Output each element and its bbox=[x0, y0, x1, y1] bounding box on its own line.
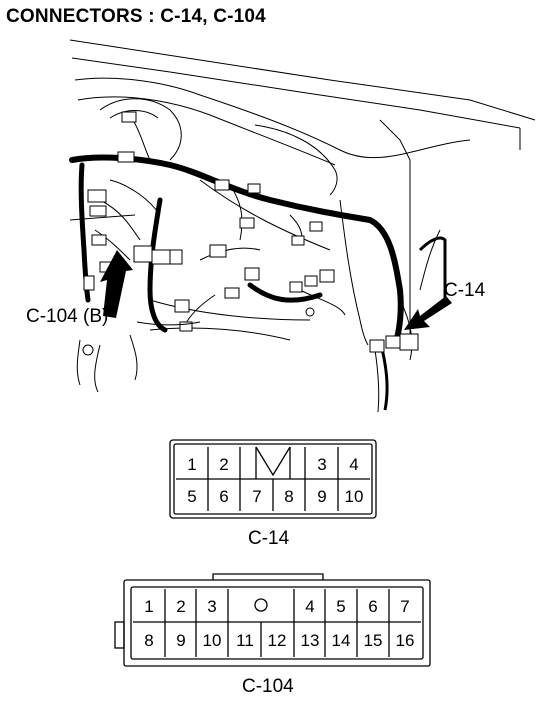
c104-pin: 7 bbox=[400, 597, 409, 616]
c14-pin: 8 bbox=[284, 487, 293, 506]
c104-pin: 1 bbox=[144, 597, 153, 616]
c14-pin: 3 bbox=[317, 455, 326, 474]
c14-pin: 6 bbox=[219, 487, 228, 506]
c104-pin: 3 bbox=[207, 597, 216, 616]
c104-pin: 11 bbox=[236, 631, 254, 650]
c14-pin: 4 bbox=[349, 455, 358, 474]
arrow-c104b bbox=[100, 250, 133, 318]
connector-c104-label: C-104 bbox=[242, 676, 294, 697]
c104-pin: 14 bbox=[332, 631, 351, 650]
callout-c104b: C-104 (B) bbox=[26, 306, 109, 327]
c104-pin: 13 bbox=[301, 631, 320, 650]
c104-pin: 2 bbox=[176, 597, 185, 616]
c14-pin: 7 bbox=[252, 487, 261, 506]
c104-pin: 6 bbox=[368, 597, 377, 616]
c14-pin: 2 bbox=[219, 455, 228, 474]
c104-pin: 9 bbox=[176, 631, 185, 650]
c14-pin: 5 bbox=[187, 487, 196, 506]
c14-pin: 10 bbox=[345, 487, 364, 506]
c104-pin: 5 bbox=[336, 597, 345, 616]
c104-pin: 8 bbox=[144, 631, 153, 650]
c104-pin: 12 bbox=[268, 631, 287, 650]
connector-c14-label: C-14 bbox=[248, 528, 290, 549]
c14-pin: 1 bbox=[187, 455, 196, 474]
c104-pin: 15 bbox=[364, 631, 383, 650]
c104-pin: 16 bbox=[396, 631, 415, 650]
callout-c14: C-14 bbox=[444, 280, 486, 301]
c104-pin: 4 bbox=[305, 597, 314, 616]
page-title: CONNECTORS : C-14, C-104 bbox=[6, 6, 266, 27]
arrow-c14 bbox=[404, 296, 452, 330]
c14-pin: 9 bbox=[317, 487, 326, 506]
c104-pin: 10 bbox=[203, 631, 222, 650]
